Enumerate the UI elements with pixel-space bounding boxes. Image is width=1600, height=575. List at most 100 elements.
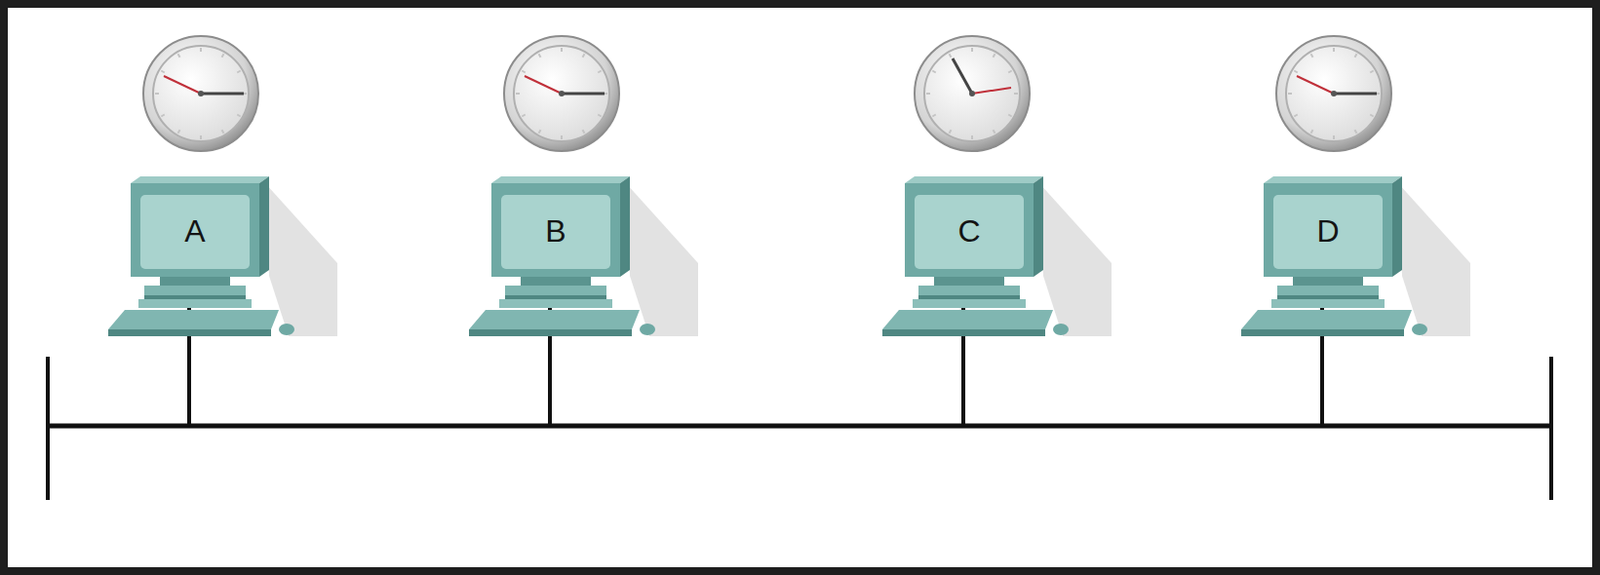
monitor-front [491, 183, 621, 277]
computer-screen: C [914, 195, 1024, 270]
clock-tick [1293, 115, 1297, 118]
keyboard-edge [882, 329, 1046, 337]
monitor-side [1033, 176, 1044, 277]
clock-tick [236, 71, 240, 74]
clock-pin [197, 90, 204, 97]
clock-pin [1330, 90, 1337, 97]
base-layer [505, 285, 607, 296]
mouse [278, 323, 295, 336]
clock-face [513, 45, 610, 142]
clock-tick [515, 92, 520, 95]
clock-tick [1311, 53, 1314, 57]
computer-screen: B [501, 195, 611, 270]
monitor-side [259, 176, 270, 277]
clock-tick [222, 129, 225, 133]
keyboard [108, 310, 279, 330]
base-edge [144, 295, 246, 300]
clock-icon [1276, 36, 1392, 152]
clock-tick [1287, 92, 1292, 95]
base-layer [144, 285, 246, 296]
computer-icon [108, 176, 338, 337]
clock-tick [178, 53, 181, 57]
clock-icon [504, 36, 620, 152]
clock-tick [993, 129, 996, 133]
monitor-top [130, 176, 270, 184]
keyboard-edge [468, 329, 632, 337]
monitor-neck [934, 276, 1005, 286]
base-layer [138, 299, 252, 309]
clock-tick [1355, 129, 1358, 133]
clock-hand [163, 76, 201, 94]
computer-label: D [1316, 214, 1339, 249]
clock-tick [597, 71, 601, 74]
clock-tick [199, 47, 202, 52]
base-layer [912, 299, 1026, 309]
clock-hand [561, 92, 605, 96]
clock-tick [178, 129, 181, 133]
clock-face [1286, 45, 1382, 142]
computer-screen: D [1273, 195, 1383, 270]
monitor-neck [520, 276, 591, 286]
computer-icon [882, 176, 1112, 337]
monitor-neck [159, 276, 231, 286]
base-layer [918, 285, 1020, 296]
base-edge [1277, 295, 1379, 300]
monitor-top [1263, 176, 1403, 184]
monitor-top [904, 176, 1044, 184]
clock-tick [521, 71, 525, 74]
clock-hand [200, 92, 244, 96]
clock-tick [597, 115, 601, 118]
computer-icon [1241, 176, 1471, 337]
monitor-side [1392, 176, 1403, 277]
clock-rim [504, 36, 620, 152]
clock-tick [160, 115, 164, 118]
clock-tick [160, 71, 164, 74]
clock-icon [914, 36, 1030, 152]
clock-tick [539, 129, 542, 133]
clock-hand [1296, 76, 1334, 94]
monitor-neck [1292, 276, 1364, 286]
bus-terminator [1549, 356, 1554, 501]
clock-icon [143, 36, 259, 152]
base-edge [918, 295, 1020, 300]
clock-tick [1332, 135, 1335, 140]
clock-face [153, 45, 249, 142]
monitor-front [1263, 183, 1393, 277]
keyboard [468, 310, 640, 330]
clock-tick [1369, 71, 1373, 74]
clock-rim [914, 36, 1030, 152]
clock-tick [949, 129, 952, 133]
clock-rim [1276, 36, 1392, 152]
base-layer [1277, 285, 1379, 296]
keyboard-edge [108, 329, 272, 337]
monitor-side [620, 176, 630, 277]
mouse [1053, 323, 1069, 336]
base-layer [499, 299, 613, 309]
clock-tick [971, 47, 974, 52]
clock-tick [949, 53, 952, 57]
clock-hand [524, 76, 562, 94]
computer-label: C [957, 214, 980, 249]
clock-tick [539, 53, 542, 57]
clock-tick [1008, 71, 1012, 74]
clock-hand [952, 58, 973, 94]
clock-pin [969, 90, 976, 97]
clock-tick [583, 129, 586, 133]
clock-face [924, 45, 1020, 142]
clock-tick [1355, 53, 1358, 57]
clock-hand [972, 87, 1012, 94]
base-edge [505, 295, 607, 300]
mouse [639, 323, 656, 336]
clock-tick [1332, 47, 1335, 52]
clock-hand [1333, 92, 1377, 96]
clock-rim [143, 36, 259, 152]
clock-tick [993, 53, 996, 57]
bus-connection [549, 269, 964, 427]
clock-tick [236, 115, 240, 118]
clock-tick [199, 135, 202, 140]
keyboard [882, 310, 1054, 330]
clock-tick [560, 47, 563, 52]
clock-tick [1014, 92, 1018, 95]
